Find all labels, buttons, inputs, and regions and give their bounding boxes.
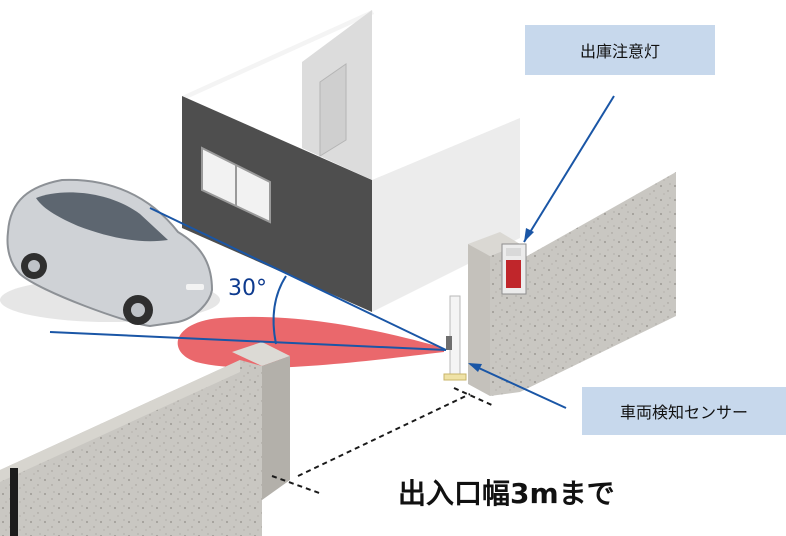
sensor-pointer-line: [469, 363, 567, 409]
building-door: [319, 63, 347, 157]
angle-lines: [49, 207, 447, 351]
car-front-wheel-hub: [131, 303, 145, 317]
building-dark-wall: [182, 96, 372, 312]
car-headlight: [186, 284, 204, 290]
front-concrete-wall: [0, 342, 290, 536]
warning-lamp-label: 出庫注意灯: [525, 25, 715, 75]
detection-zone: [177, 316, 444, 368]
car-windows: [36, 192, 168, 242]
building-light-wall: [372, 118, 520, 312]
pointer-lines: [468, 95, 615, 409]
angle-arc: [272, 275, 287, 345]
vehicle-sensor-label: 車両検知センサー: [582, 387, 786, 435]
angle-upper-line: [149, 207, 447, 351]
dimension-right-extension: [453, 387, 495, 407]
building: [182, 10, 520, 312]
angle-lower-line: [49, 331, 447, 351]
warning-lamp: [501, 243, 527, 295]
dimension-main-line: [297, 393, 471, 477]
angle-label: 30°: [228, 276, 267, 301]
opening-width-label: 出入口幅3mまで: [398, 477, 615, 510]
building-roof-edge: [182, 10, 374, 100]
car: [0, 178, 220, 328]
car-rear-wheel-hub: [28, 260, 40, 272]
sensor-pointer-arrowhead: [468, 363, 482, 372]
lamp-pointer-arrowhead: [524, 228, 534, 242]
gate-pillar: [468, 244, 490, 396]
lamp-pointer-line: [523, 95, 615, 243]
dimension-lines: [271, 387, 495, 495]
sensor-pole: [443, 295, 467, 381]
